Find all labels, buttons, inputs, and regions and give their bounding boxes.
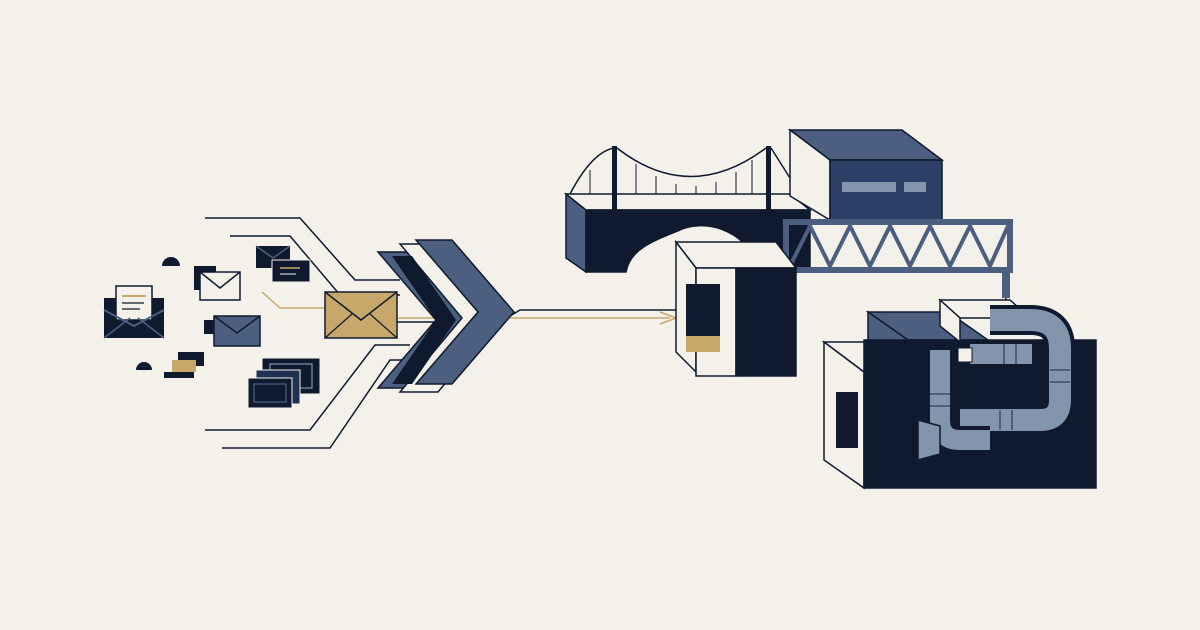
chat-bubble-icon: [255, 245, 311, 283]
document-stack-icon: [194, 266, 241, 301]
dot-bottom-icon: [136, 362, 152, 370]
center-envelope-icon: [324, 291, 398, 339]
pipe-system: [917, 305, 1075, 461]
envelope-icon: [204, 315, 261, 347]
incoming-lines: [205, 217, 680, 449]
window-stack-icon: [247, 357, 321, 409]
chevron-funnel: [376, 239, 515, 393]
small-cards-icon: [164, 352, 204, 378]
dot-top-icon: [162, 257, 180, 266]
open-envelope-icon: [103, 285, 165, 339]
warehouse-building: [787, 128, 945, 223]
entry-block: [674, 239, 798, 377]
